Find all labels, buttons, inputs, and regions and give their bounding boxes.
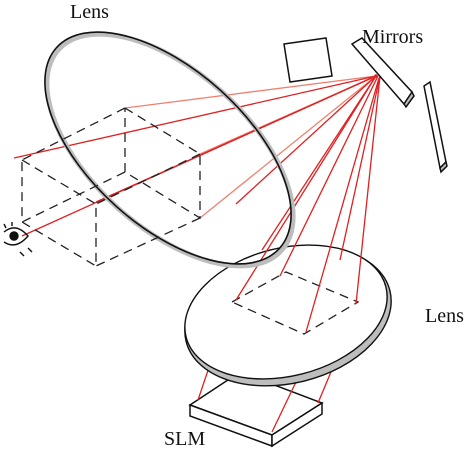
mirrors (283, 37, 448, 174)
slm-label: SLM (164, 428, 206, 450)
bottom-lens (184, 244, 392, 387)
mirror-back (283, 37, 333, 83)
mirror-focus (374, 74, 378, 78)
top-lens (44, 31, 296, 269)
top-lens-label: Lens (70, 1, 109, 23)
virtual-image-cube (21, 107, 201, 268)
bottom-dashed-square (230, 271, 360, 335)
slm-block (188, 371, 324, 448)
mirror-side (423, 80, 447, 170)
mirror-to-lens-rays (13, 75, 377, 237)
bottom-lens-label: Lens (425, 305, 464, 327)
mirrors-label: Mirrors (362, 26, 424, 48)
eye-icon (3, 222, 33, 257)
